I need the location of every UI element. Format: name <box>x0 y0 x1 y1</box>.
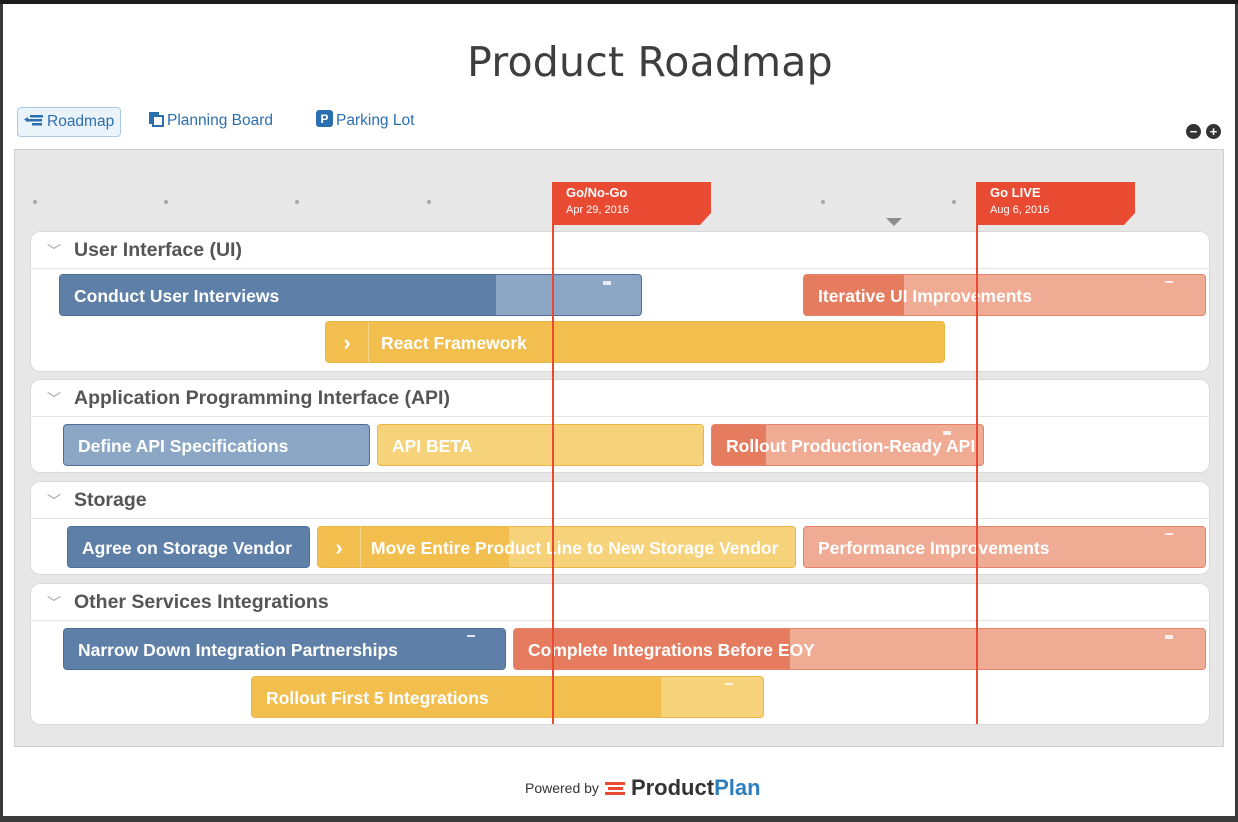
lane-header[interactable]: ﹀ Storage <box>31 482 1209 519</box>
bar-progress <box>514 629 791 669</box>
chevron-right-icon[interactable]: › <box>318 527 361 567</box>
bar-label: Move Entire Product Line to New Storage … <box>371 538 779 558</box>
chevron-down-icon[interactable]: ﹀ <box>47 391 61 407</box>
roadmap-bar[interactable]: Complete Integrations Before EOY <box>513 628 1206 670</box>
brand-name-part-b: Plan <box>714 775 761 800</box>
lane-title: Storage <box>74 489 147 511</box>
bar-label: Complete Integrations Before EOY <box>528 640 815 660</box>
chevron-down-icon[interactable]: ﹀ <box>47 493 61 509</box>
roadmap-icon <box>24 113 44 131</box>
lane-header[interactable]: ﹀ Other Services Integrations <box>31 584 1209 621</box>
powered-by-label: Powered by <box>525 780 599 796</box>
milestone-date: Apr 29, 2016 <box>566 204 629 216</box>
tab-planning-board-label: Planning Board <box>167 112 273 129</box>
bar-note-icon <box>1165 281 1173 283</box>
chevron-down-icon[interactable]: ﹀ <box>47 243 61 259</box>
lane-title: User Interface (UI) <box>74 239 242 261</box>
bar-progress <box>326 322 944 362</box>
bar-progress <box>318 527 509 567</box>
roadmap-bar[interactable]: › React Framework <box>325 321 945 363</box>
productplan-logo-icon <box>604 780 627 796</box>
zoom-in-button[interactable]: + <box>1206 124 1221 139</box>
bar-note-icon <box>1165 635 1173 639</box>
tab-roadmap[interactable]: Roadmap <box>17 107 122 137</box>
planning-board-icon <box>148 111 164 132</box>
timeline-tick <box>427 200 431 204</box>
timeline-tick <box>164 200 168 204</box>
bar-progress <box>712 425 767 465</box>
page-title: Product Roadmap <box>467 38 833 86</box>
tab-parking-lot[interactable]: P Parking Lot <box>316 107 414 135</box>
chevron-right-icon[interactable]: › <box>326 322 369 362</box>
bar-label: Narrow Down Integration Partnerships <box>78 640 398 660</box>
bar-note-icon <box>603 281 611 285</box>
milestone-date: Aug 6, 2016 <box>990 204 1050 216</box>
lane-header[interactable]: ﹀ User Interface (UI) <box>31 232 1209 269</box>
roadmap-bar[interactable]: Rollout Production-Ready API <box>711 424 984 466</box>
bar-label: Agree on Storage Vendor <box>82 538 293 558</box>
bar-label: Iterative UI Improvements <box>818 286 1032 306</box>
bar-label: Rollout First 5 Integrations <box>266 688 489 708</box>
milestone-name: Go LIVE <box>990 185 1041 200</box>
bar-label: React Framework <box>381 333 527 353</box>
tab-parking-lot-label: Parking Lot <box>336 112 415 129</box>
roadmap-bar[interactable]: Agree on Storage Vendor <box>67 526 310 568</box>
timeline-tick <box>33 200 37 204</box>
bar-progress <box>68 527 309 567</box>
window-top-strip <box>0 0 1238 4</box>
roadmap-bar[interactable]: Iterative UI Improvements <box>803 274 1206 316</box>
roadmap-bar[interactable]: Conduct User Interviews <box>59 274 642 316</box>
chevron-down-icon[interactable]: ﹀ <box>47 595 61 611</box>
roadmap-bar[interactable]: Rollout First 5 Integrations <box>251 676 764 718</box>
milestone-line <box>552 182 554 724</box>
powered-by[interactable]: Powered by ProductPlan <box>525 775 761 801</box>
milestone-line <box>976 182 978 724</box>
milestone-name: Go/No-Go <box>566 185 628 200</box>
bar-note-icon <box>1165 533 1173 535</box>
roadmap-bar[interactable]: API BETA <box>377 424 704 466</box>
roadmap-bar[interactable]: Narrow Down Integration Partnerships <box>63 628 506 670</box>
lane-header[interactable]: ﹀ Application Programming Interface (API… <box>31 380 1209 417</box>
bar-progress <box>60 275 496 315</box>
bar-progress <box>252 677 661 717</box>
bar-label: API BETA <box>392 436 473 456</box>
brand-name: ProductPlan <box>631 775 761 801</box>
bar-note-icon <box>467 635 475 637</box>
bar-note-icon <box>725 683 733 685</box>
svg-text:P: P <box>320 112 328 126</box>
today-marker-icon <box>886 218 902 226</box>
roadmap-bar[interactable]: Performance Improvements <box>803 526 1206 568</box>
timeline-tick <box>295 200 299 204</box>
lane-title: Other Services Integrations <box>74 591 329 613</box>
roadmap-bar[interactable]: Define API Specifications <box>63 424 370 466</box>
roadmap-bar[interactable]: › Move Entire Product Line to New Storag… <box>317 526 796 568</box>
bar-label: Define API Specifications <box>78 436 289 456</box>
bar-progress <box>804 275 905 315</box>
zoom-out-button[interactable]: − <box>1186 124 1201 139</box>
tab-planning-board[interactable]: Planning Board <box>148 107 273 135</box>
bar-progress <box>64 629 505 669</box>
tab-roadmap-label: Roadmap <box>47 113 115 130</box>
bar-label: Performance Improvements <box>818 538 1050 558</box>
timeline-tick <box>952 200 956 204</box>
parking-icon: P <box>316 110 333 132</box>
milestone-flag[interactable]: Go/No-Go Apr 29, 2016 <box>553 182 711 225</box>
bar-label: Conduct User Interviews <box>74 286 280 306</box>
lane-title: Application Programming Interface (API) <box>74 387 450 409</box>
bar-note-icon <box>943 431 951 435</box>
brand-name-part-a: Product <box>630 775 715 800</box>
bar-label: Rollout Production-Ready API <box>726 436 976 456</box>
milestone-flag[interactable]: Go LIVE Aug 6, 2016 <box>977 182 1135 225</box>
timeline-tick <box>821 200 825 204</box>
